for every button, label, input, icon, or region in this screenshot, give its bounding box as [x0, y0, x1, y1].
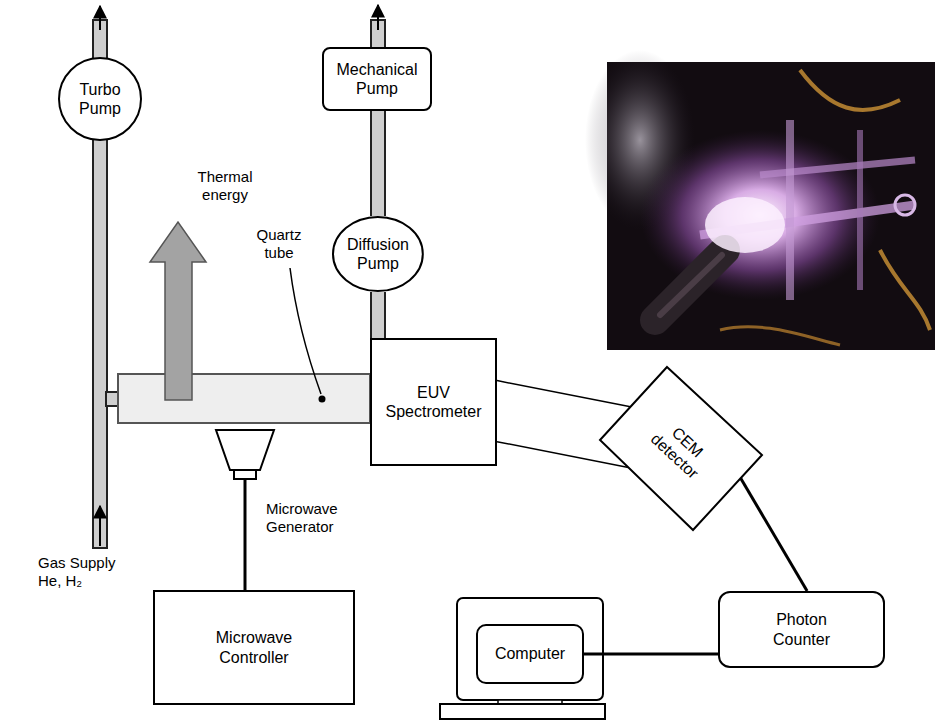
node-text: EUV Spectrometer: [379, 383, 489, 421]
leader-dot: [319, 396, 326, 403]
generator-label: Microwave Generator: [266, 500, 364, 536]
node-outline: [58, 57, 142, 141]
detector-box: CEM detector: [597, 365, 765, 533]
node-text: Photon Counter: [762, 610, 842, 648]
light-path: [497, 381, 631, 468]
computer-screen: Computer: [476, 624, 584, 684]
pump-circle: Diffusion Pump: [332, 216, 424, 292]
microwave-horn: [216, 430, 274, 591]
vacuum-pipe: [378, 111, 379, 216]
vacuum-pipe: [378, 292, 379, 338]
node-text: Computer: [495, 644, 565, 663]
gas-supply-label: Gas Supply He, H₂: [38, 554, 130, 590]
pump-box: Mechanical Pump: [322, 47, 432, 111]
data-cable: [584, 654, 718, 655]
counter-box: Photon Counter: [718, 591, 885, 668]
node-text: Microwave Controller: [204, 628, 304, 666]
node-outline: [332, 216, 424, 292]
signal-cable: [741, 478, 807, 591]
exhaust-pipe: [371, 5, 385, 48]
node-text: Diffusion Pump: [345, 235, 411, 273]
plasma-photo: [585, 50, 935, 350]
node-text: Turbo Pump: [70, 80, 130, 118]
controller-box: Microwave Controller: [153, 590, 355, 705]
quartz-tube: [118, 374, 370, 423]
thermal-arrow: [150, 222, 206, 400]
spectrometer-box: EUV Spectrometer: [370, 338, 497, 466]
computer-monitor: [440, 598, 605, 719]
pump-circle: Turbo Pump: [58, 57, 142, 141]
tube-label: Quartz tube: [250, 226, 308, 262]
node-text: Mechanical Pump: [332, 60, 422, 98]
thermal-label: Thermal energy: [188, 168, 262, 204]
leader-line: [290, 268, 321, 394]
